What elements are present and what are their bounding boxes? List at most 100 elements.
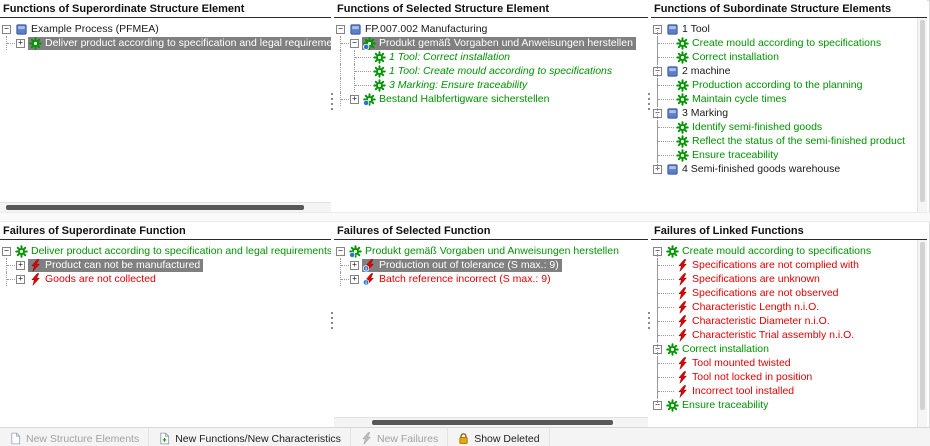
- vertical-scrollbar[interactable]: [917, 240, 927, 427]
- expand-icon[interactable]: +: [350, 274, 359, 284]
- tree-item[interactable]: Specifications are unknown: [651, 272, 917, 286]
- horizontal-scrollbar[interactable]: [0, 202, 331, 212]
- tree-item[interactable]: Specifications are not observed: [651, 286, 917, 300]
- new-failures-button[interactable]: New Failures: [351, 428, 449, 446]
- collapse-icon[interactable]: −: [350, 38, 359, 48]
- tree-item[interactable]: −Deliver product according to specificat…: [0, 244, 331, 258]
- tree-item[interactable]: +Deliver product according to specificat…: [0, 36, 331, 50]
- failure-icon: [29, 258, 42, 272]
- tree-item[interactable]: −Correct installation: [651, 342, 917, 356]
- tree-item[interactable]: Characteristic Trial assembly n.i.O.: [651, 328, 917, 342]
- tree-item[interactable]: Create mould according to specifications: [651, 36, 917, 50]
- scrollbar-thumb[interactable]: [920, 242, 925, 411]
- top-panel-row: Functions of Superordinate Structure Ele…: [0, 0, 930, 212]
- tree-item[interactable]: +Production out of tolerance (S max.: 9): [334, 258, 648, 272]
- tree-item[interactable]: Maintain cycle times: [651, 92, 917, 106]
- tree-item-cell: Incorrect tool installed: [675, 384, 797, 398]
- collapse-icon[interactable]: −: [653, 24, 662, 34]
- tree-item-cell: Example Process (PFMEA): [14, 23, 162, 36]
- tree-item[interactable]: −1 Tool: [651, 22, 917, 36]
- tree-item[interactable]: −2 machine: [651, 64, 917, 78]
- expand-icon[interactable]: +: [653, 164, 662, 174]
- collapse-icon[interactable]: −: [2, 24, 11, 34]
- collapse-icon[interactable]: −: [653, 66, 662, 76]
- column-splitter[interactable]: [648, 0, 651, 212]
- tree-failures-superordinate: −Deliver product according to specificat…: [0, 244, 331, 286]
- new-structure-elements-button[interactable]: New Structure Elements: [0, 428, 150, 446]
- tree-item[interactable]: +Goods are not collected: [0, 272, 331, 286]
- tree-item[interactable]: −Ensure traceability: [651, 398, 917, 412]
- collapse-icon[interactable]: −: [336, 24, 345, 34]
- tree-item[interactable]: Incorrect tool installed: [651, 384, 917, 398]
- tree-item[interactable]: 3 Marking: Ensure traceability: [334, 78, 648, 92]
- tree-item[interactable]: −3 Marking: [651, 106, 917, 120]
- tree-item-label: Incorrect tool installed: [692, 385, 795, 397]
- expand-icon[interactable]: +: [16, 274, 25, 284]
- scrollbar-thumb[interactable]: [920, 20, 925, 203]
- expand-icon[interactable]: +: [350, 260, 359, 270]
- tree-item[interactable]: +Product can not be manufactured: [0, 258, 331, 272]
- structure-icon: [666, 107, 679, 120]
- function-icon: [676, 148, 689, 162]
- collapse-icon[interactable]: −: [653, 400, 662, 410]
- horizontal-scrollbar[interactable]: [334, 417, 648, 427]
- tree-item-label: Tool mounted twisted: [692, 357, 791, 369]
- new-functions-button[interactable]: New Functions/New Characteristics: [149, 428, 351, 446]
- tree-branch-line: [653, 300, 675, 314]
- tree-item[interactable]: Ensure traceability: [651, 148, 917, 162]
- tree-item[interactable]: +Batch reference incorrect (S max.: 9): [334, 272, 648, 286]
- expand-icon[interactable]: +: [16, 260, 25, 270]
- new-structure-element-doc-icon: [9, 432, 22, 445]
- tree-item[interactable]: Correct installation: [651, 50, 917, 64]
- tree-item[interactable]: Characteristic Diameter n.i.O.: [651, 314, 917, 328]
- tree-item[interactable]: −Create mould according to specification…: [651, 244, 917, 258]
- collapse-icon[interactable]: −: [653, 344, 662, 354]
- tree-branch-line: [336, 258, 350, 272]
- expand-icon[interactable]: +: [350, 94, 359, 104]
- tree-item-cell: 1 Tool: [665, 23, 713, 36]
- tree-item-label: 1 Tool: Correct installation: [389, 51, 511, 63]
- tree-item-label: Produkt gemäß Vorgaben und Anweisungen h…: [365, 245, 619, 257]
- tree-item[interactable]: Specifications are not complied with: [651, 258, 917, 272]
- tree-item[interactable]: Tool not locked in position: [651, 370, 917, 384]
- tree-item[interactable]: − Produkt gemäß Vorgaben und Anweisungen …: [334, 244, 648, 258]
- failure-icon: [676, 384, 689, 398]
- tree-item[interactable]: Tool mounted twisted: [651, 356, 917, 370]
- tree-item[interactable]: +Bestand Halbfertigware sicherstellen: [334, 92, 648, 106]
- tree-item[interactable]: −Produkt gemäß Vorgaben und Anweisungen …: [334, 36, 648, 50]
- row-splitter[interactable]: [0, 212, 930, 222]
- function-icon: [676, 36, 689, 50]
- tree-item[interactable]: 1 Tool: Create mould according to specif…: [334, 64, 648, 78]
- show-deleted-button[interactable]: Show Deleted: [448, 428, 550, 446]
- scrollbar-thumb[interactable]: [371, 420, 614, 425]
- scrollbar-thumb[interactable]: [6, 205, 304, 210]
- tree-item[interactable]: 1 Tool: Correct installation: [334, 50, 648, 64]
- tree-item-cell: Batch reference incorrect (S max.: 9): [362, 272, 554, 286]
- structure-icon: [349, 23, 362, 36]
- tree-item[interactable]: −FP.007.002 Manufacturing: [334, 22, 648, 36]
- tree-item-cell: 1 Tool: Create mould according to specif…: [372, 64, 615, 78]
- column-splitter[interactable]: [331, 222, 334, 427]
- collapse-icon[interactable]: −: [653, 246, 662, 256]
- tree-item-label: Identify semi-finished goods: [692, 121, 823, 133]
- collapse-icon[interactable]: −: [2, 246, 11, 256]
- vertical-scrollbar[interactable]: [917, 18, 927, 212]
- tree-item-cell: Reflect the status of the semi-finished …: [675, 134, 908, 148]
- tree-item[interactable]: Production according to the planning: [651, 78, 917, 92]
- column-splitter[interactable]: [648, 222, 651, 427]
- tree-item-cell: Produkt gemäß Vorgaben und Anweisungen h…: [362, 36, 636, 50]
- tree-item[interactable]: −Example Process (PFMEA): [0, 22, 331, 36]
- tree-item-cell: Specifications are unknown: [675, 272, 823, 286]
- tree-branch-line: [653, 148, 675, 162]
- tree-item[interactable]: Identify semi-finished goods: [651, 120, 917, 134]
- tree-item[interactable]: Reflect the status of the semi-finished …: [651, 134, 917, 148]
- tree-item[interactable]: Characteristic Length n.i.O.: [651, 300, 917, 314]
- expand-icon[interactable]: +: [16, 38, 25, 48]
- failure-icon: [676, 328, 689, 342]
- collapse-icon[interactable]: −: [653, 108, 662, 118]
- collapse-icon[interactable]: −: [336, 246, 345, 256]
- tree-branch-line: [653, 370, 675, 384]
- column-splitter[interactable]: [331, 0, 334, 212]
- tree-item[interactable]: +4 Semi-finished goods warehouse: [651, 162, 917, 176]
